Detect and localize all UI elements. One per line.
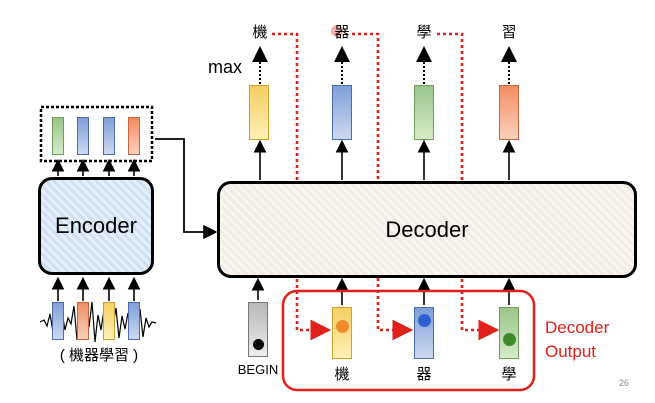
encoder-block: Encoder xyxy=(38,177,154,275)
encoder-input-caption: ( 機器學習 ) xyxy=(59,347,139,364)
output-vector-3 xyxy=(414,85,434,140)
decoder-input-dot-3 xyxy=(503,333,516,346)
encoder-output-group xyxy=(39,105,154,163)
decoder-output-label-line2: Output xyxy=(545,342,597,361)
output-char-2: 器 xyxy=(334,24,350,41)
encoder-vector-2 xyxy=(77,117,89,155)
decoder-input-vector-2 xyxy=(414,307,434,359)
output-vector-4 xyxy=(499,85,519,140)
decoder-input-vector-1 xyxy=(332,307,352,359)
decoder-input-char-2: 器 xyxy=(416,366,432,383)
begin-token-dot xyxy=(253,339,264,350)
output-char-3: 學 xyxy=(416,24,432,41)
encoder-vector-1 xyxy=(52,117,64,155)
decoder-block: Decoder xyxy=(217,181,637,278)
encoder-vector-4 xyxy=(128,117,140,155)
decoder-output-label-line1: Decoder xyxy=(545,318,610,337)
output-char-1: 機 xyxy=(252,24,268,41)
begin-label: BEGIN xyxy=(237,362,279,377)
decoder-input-dot-1 xyxy=(336,320,349,333)
encoder-input-2 xyxy=(77,302,89,340)
decoder-input-char-3: 學 xyxy=(501,366,517,383)
decoder-input-vector-3 xyxy=(499,307,519,359)
decoder-input-char-1: 機 xyxy=(334,366,350,383)
output-char-4: 習 xyxy=(501,24,517,41)
encoder-input-4 xyxy=(128,302,140,340)
decoder-label: Decoder xyxy=(385,217,469,242)
encoder-label: Encoder xyxy=(55,213,137,238)
output-vector-1 xyxy=(249,85,269,140)
encoder-input-3 xyxy=(103,302,115,340)
max-label: max xyxy=(208,57,243,77)
output-vector-2 xyxy=(332,85,352,140)
begin-token-vector xyxy=(248,302,268,357)
decoder-input-dot-2 xyxy=(418,314,431,327)
encoder-input-1 xyxy=(52,302,64,340)
decoder-output-group xyxy=(281,289,536,392)
page-number: 26 xyxy=(619,378,630,388)
encoder-vector-3 xyxy=(103,117,115,155)
